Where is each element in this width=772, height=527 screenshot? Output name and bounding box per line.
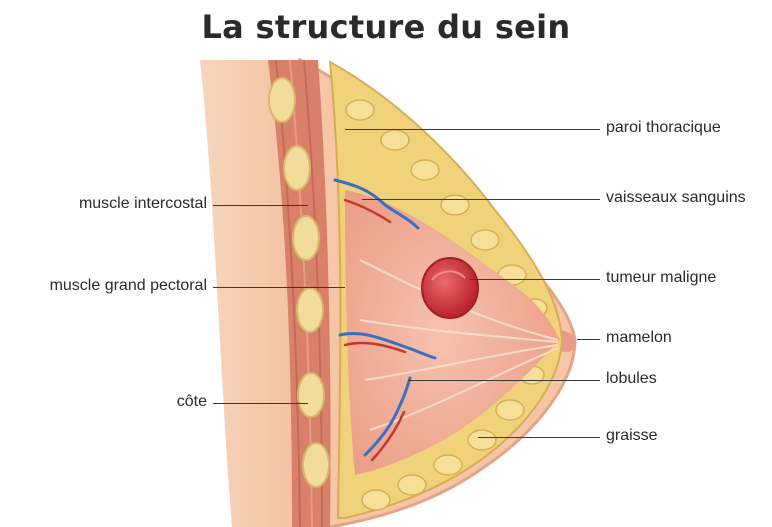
tumor — [422, 258, 478, 318]
label-lobules: lobules — [606, 369, 657, 389]
label-tumor: tumeur maligne — [606, 268, 716, 288]
leader-tumor — [470, 279, 600, 280]
label-chest-wall: paroi thoracique — [606, 118, 721, 138]
label-pectoral: muscle grand pectoral — [50, 276, 207, 296]
leader-fat — [478, 437, 600, 438]
label-nipple: mamelon — [606, 328, 672, 348]
label-fat: graisse — [606, 426, 658, 446]
leader-pectoral — [213, 287, 345, 288]
leader-vessels — [362, 199, 600, 200]
leader-nipple — [577, 339, 600, 340]
leader-intercostal — [213, 205, 308, 206]
leader-lobules — [408, 380, 600, 381]
leader-chest-wall — [345, 129, 600, 130]
leader-rib — [213, 403, 308, 404]
label-vessels: vaisseaux sanguins — [606, 188, 746, 208]
label-intercostal: muscle intercostal — [79, 194, 207, 214]
label-rib: côte — [177, 392, 207, 412]
